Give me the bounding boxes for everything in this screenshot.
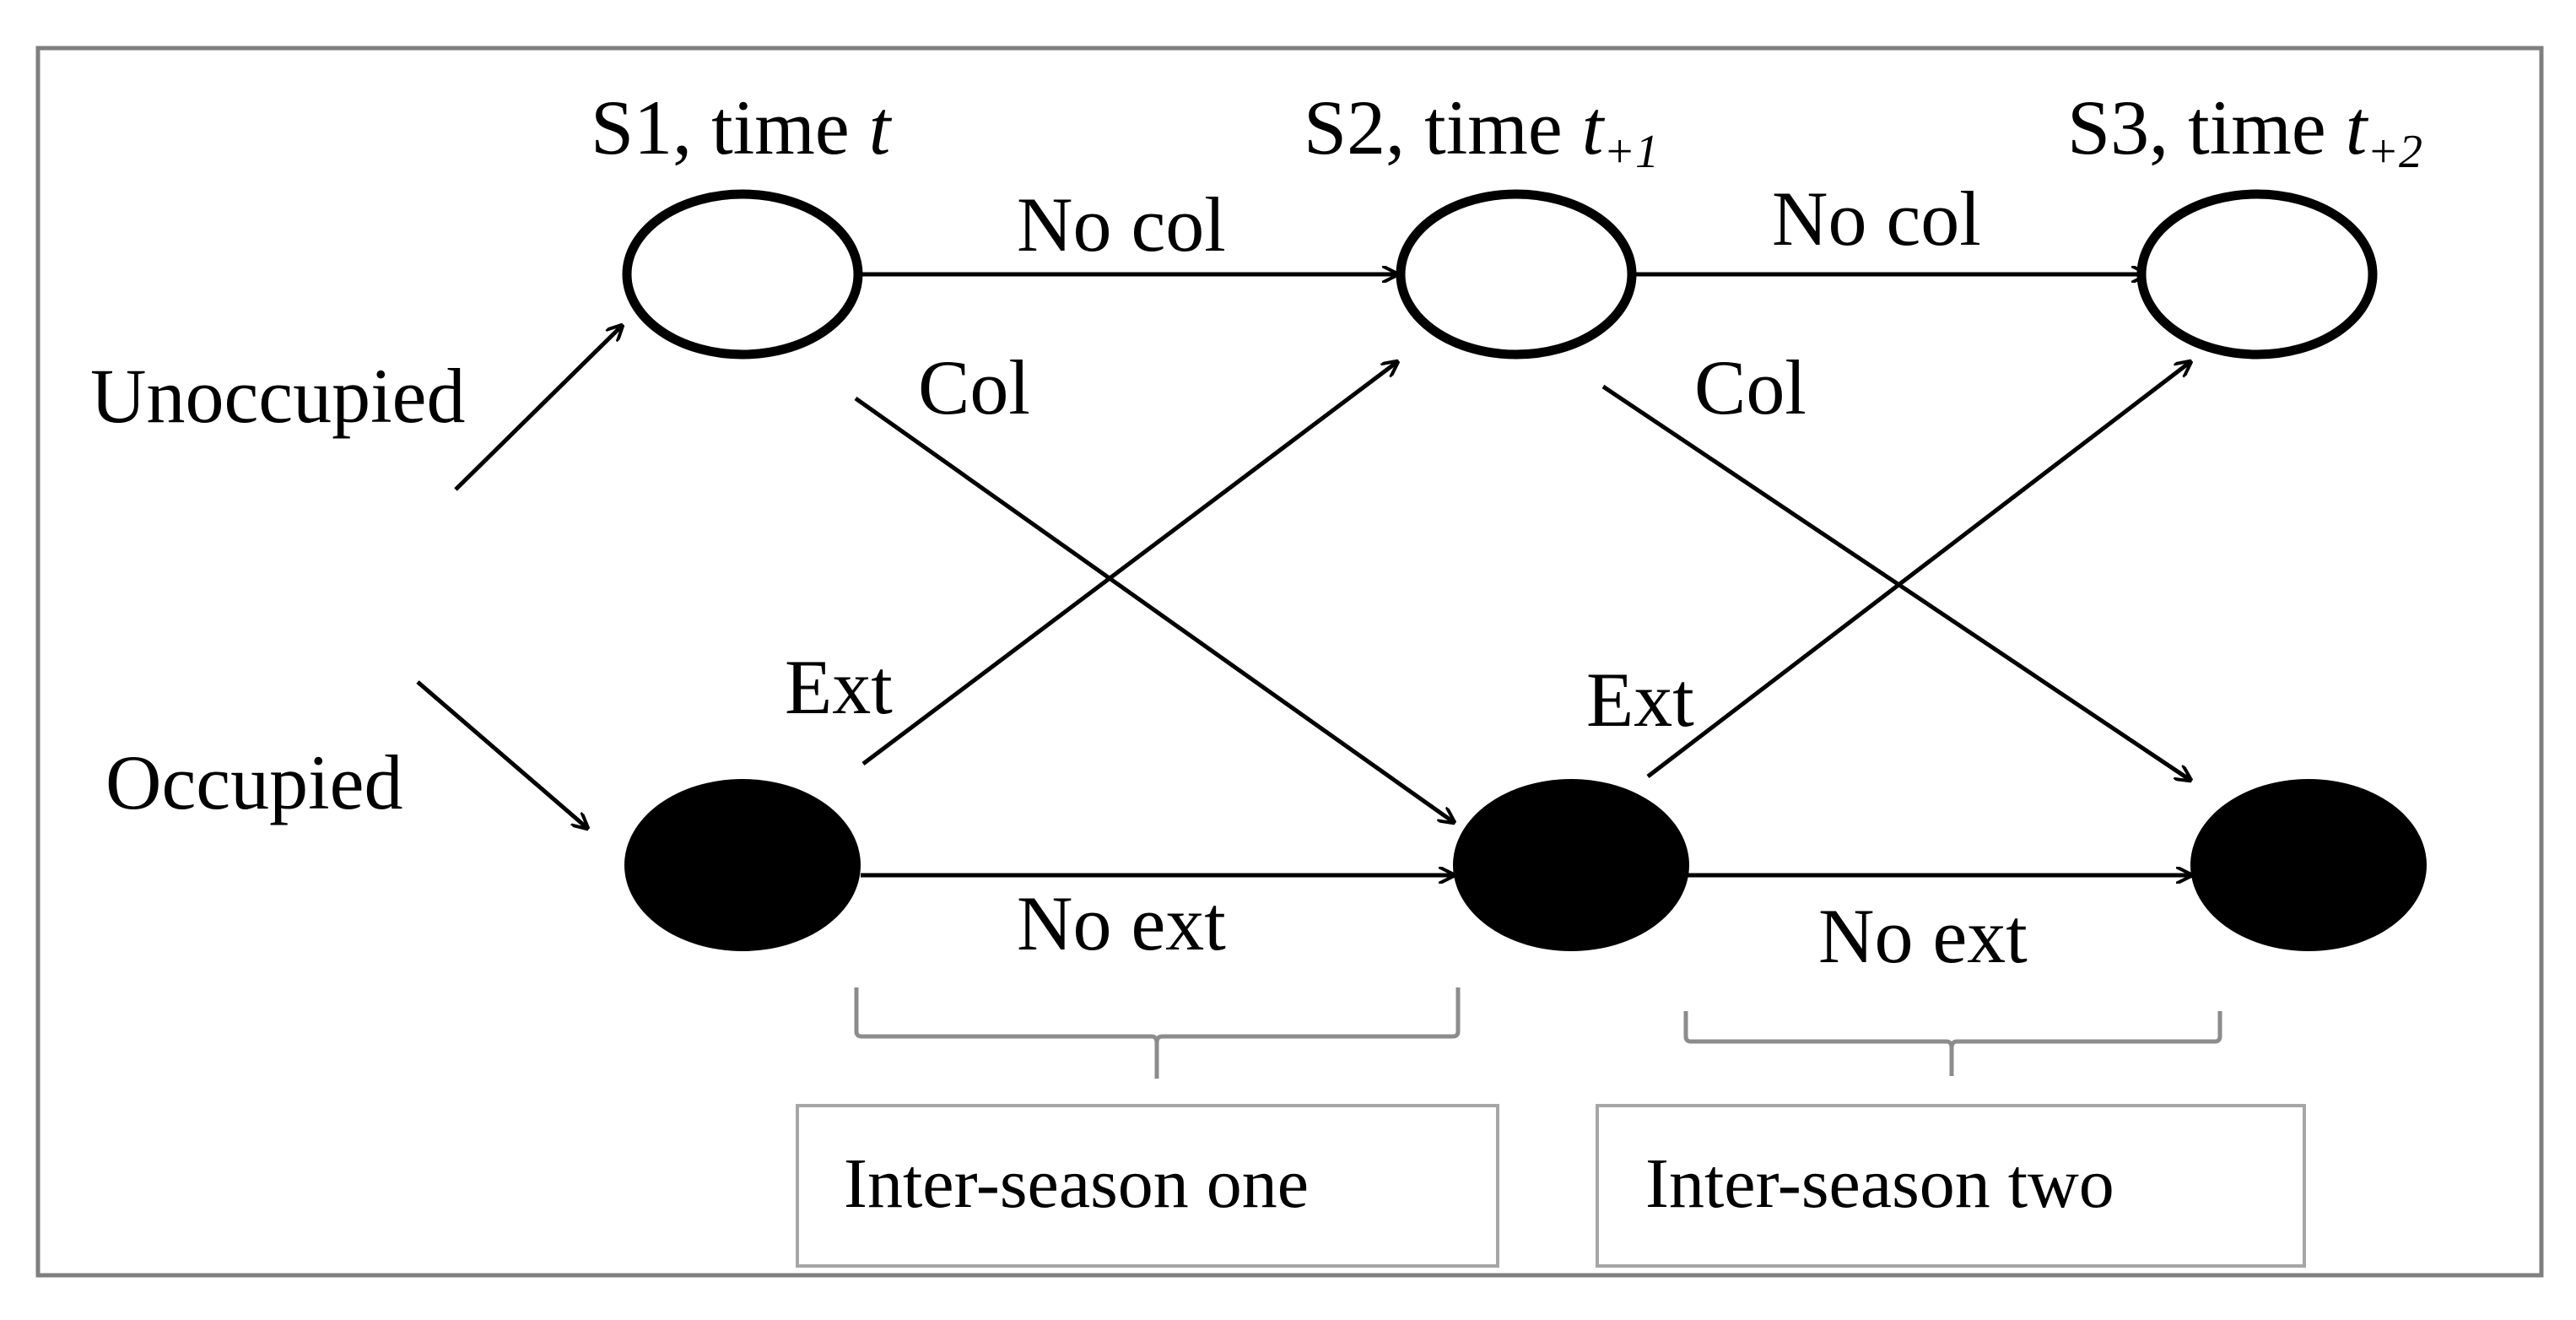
inter-season-one-bracket [854,987,1461,1079]
col-arrow-1 [854,396,1455,823]
inter-season-one-box [796,1104,1499,1268]
ext-label-1: Ext [785,644,893,730]
state-header-s3: S3, time t+2 [2067,84,2422,178]
unoccupied-label: Unoccupied [90,353,466,439]
s3-unoccupied-node [2136,189,2378,360]
col-label-1: Col [918,344,1030,430]
state-s3-time: t [2346,84,2369,170]
state-s1-label: S1, time [591,84,869,170]
occupied-label: Occupied [105,739,403,825]
no-ext-label-2: No ext [1818,893,2028,979]
state-s2-subscript: +1 [1603,126,1659,178]
occupied-entry-arrow [416,680,588,829]
s1-unoccupied-node [622,189,863,360]
no-col-label-1: No col [1017,181,1226,268]
inter-season-one-label: Inter-season one [844,1144,1309,1223]
state-s3-label: S3, time [2067,84,2346,170]
ext-arrow-2 [1646,361,2191,778]
s3-occupied-node [2190,779,2427,951]
no-ext-label-1: No ext [1017,880,1226,966]
inter-season-two-label: Inter-season two [1645,1144,2114,1223]
no-col-label-2: No col [1772,176,1981,262]
state-s1-time: t [869,84,893,170]
state-s2-label: S2, time [1304,84,1582,170]
state-s3-subscript: +2 [2367,126,2422,178]
inter-season-two-bracket [1683,1011,2222,1076]
figure-frame [35,46,2544,1278]
state-header-s1: S1, time t [591,84,893,170]
col-label-2: Col [1694,344,1806,430]
state-header-s2: S2, time t+1 [1304,84,1659,178]
ext-arrow-1 [861,361,1398,765]
inter-season-two-box [1596,1104,2306,1268]
s1-occupied-node [624,779,861,951]
ext-label-2: Ext [1586,657,1694,743]
unoccupied-entry-arrow [454,325,623,491]
s2-unoccupied-node [1396,189,1637,360]
state-s2-time: t [1582,84,1606,170]
s2-occupied-node [1453,779,1689,951]
